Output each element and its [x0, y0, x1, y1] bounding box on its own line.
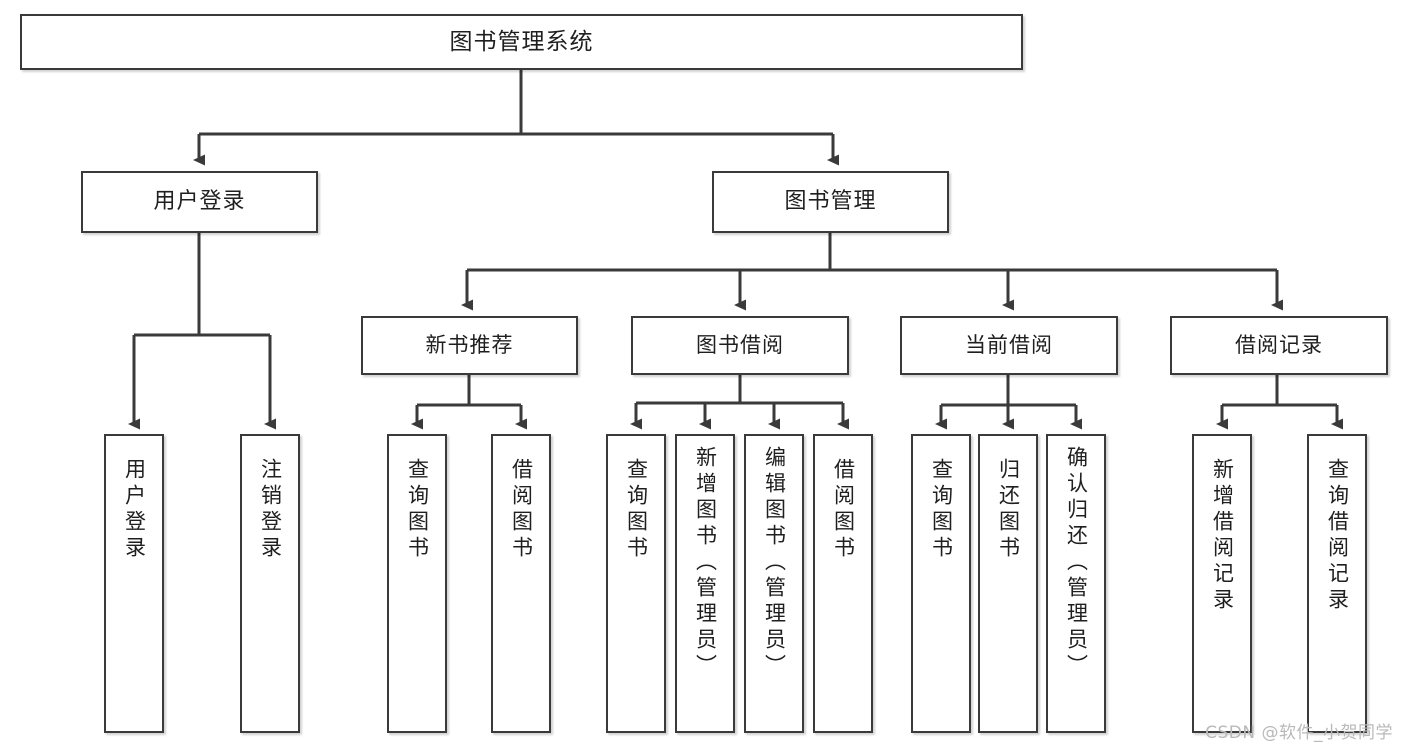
node-label: 借阅记录 [1235, 333, 1323, 358]
node-book-manage[interactable]: 图书管理 [712, 171, 949, 233]
node-label: 归还图书 [996, 458, 1021, 562]
node-leaf-add-record[interactable]: 新增借阅记录 [1192, 434, 1252, 733]
node-label: 借阅图书 [831, 458, 856, 562]
node-user-login[interactable]: 用户登录 [81, 171, 318, 233]
node-root-book-management-system[interactable]: 图书管理系统 [20, 14, 1023, 70]
node-borrow-record[interactable]: 借阅记录 [1170, 316, 1388, 375]
node-new-book-recommend[interactable]: 新书推荐 [361, 316, 578, 375]
node-label: 查询借阅记录 [1325, 458, 1350, 614]
node-label: 用户登录 [122, 458, 147, 562]
node-leaf-user-logout[interactable]: 注销登录 [240, 434, 300, 733]
node-leaf-query-book-3[interactable]: 查询图书 [911, 434, 971, 733]
node-leaf-query-record[interactable]: 查询借阅记录 [1307, 434, 1367, 733]
node-label: 查询图书 [929, 458, 954, 562]
node-label: 图书借阅 [696, 333, 784, 358]
node-leaf-confirm-return[interactable]: 确认归还（管理员） [1046, 434, 1106, 733]
node-leaf-borrow-book-1[interactable]: 借阅图书 [491, 434, 551, 733]
node-label: 查询图书 [405, 458, 430, 562]
node-label: 当前借阅 [965, 333, 1053, 358]
node-label: 新增借阅记录 [1210, 458, 1235, 614]
node-leaf-query-book-1[interactable]: 查询图书 [387, 434, 447, 733]
node-label: 确认归还（管理员） [1064, 446, 1089, 680]
node-label: 新书推荐 [425, 333, 514, 358]
node-label: 查询图书 [624, 458, 649, 562]
csdn-watermark: CSDN @软件_小贺同学 [1205, 723, 1393, 743]
node-label: 新增图书（管理员） [693, 446, 718, 680]
node-label: 用户登录 [153, 189, 246, 215]
node-leaf-return-book[interactable]: 归还图书 [978, 434, 1038, 733]
node-book-borrow[interactable]: 图书借阅 [631, 316, 849, 375]
node-leaf-edit-book[interactable]: 编辑图书（管理员） [744, 434, 804, 733]
node-leaf-query-book-2[interactable]: 查询图书 [606, 434, 666, 733]
node-label: 借阅图书 [509, 458, 534, 562]
node-label: 图书管理 [784, 189, 877, 215]
node-label: 编辑图书（管理员） [762, 446, 787, 680]
node-label: 注销登录 [258, 458, 283, 562]
node-current-borrow[interactable]: 当前借阅 [900, 316, 1118, 375]
node-label: 图书管理系统 [449, 28, 594, 55]
node-leaf-borrow-book-2[interactable]: 借阅图书 [813, 434, 873, 733]
node-leaf-add-book[interactable]: 新增图书（管理员） [675, 434, 735, 733]
node-leaf-user-login[interactable]: 用户登录 [104, 434, 164, 733]
